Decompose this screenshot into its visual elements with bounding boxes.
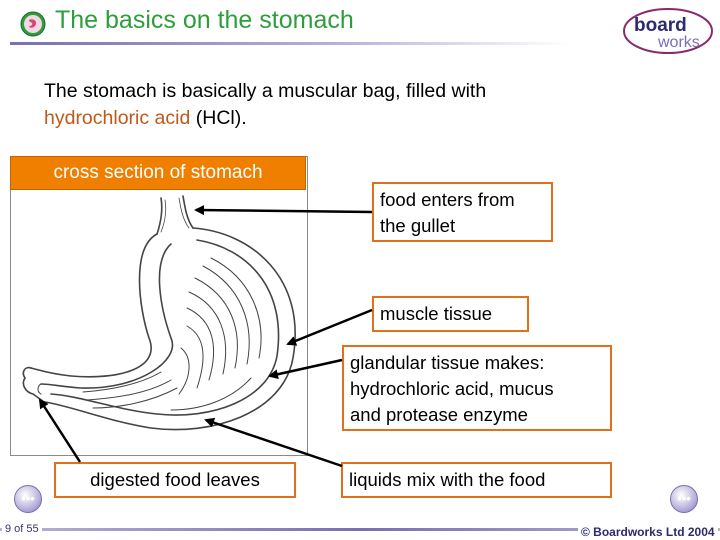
label-gland-line-3: and protease enzyme: [350, 404, 528, 425]
intro-line-1: The stomach is basically a muscular bag,…: [44, 80, 487, 102]
prev-glyph: •••: [21, 491, 35, 506]
label-digested-food-leaves: digested food leaves: [54, 462, 296, 498]
cross-section-header: cross section of stomach: [10, 156, 306, 190]
previous-arrow-icon[interactable]: •••: [14, 485, 42, 513]
intro-suffix: (HCl).: [190, 107, 247, 129]
label-gullet-line-1: food enters from: [380, 189, 515, 210]
next-glyph: •••: [677, 491, 691, 506]
boardworks-logo: board works: [622, 6, 714, 56]
page-number: 9 of 55: [2, 523, 42, 535]
intro-highlight: hydrochloric acid: [44, 107, 191, 129]
footer-line: [0, 528, 720, 531]
label-liquids-mix: liquids mix with the food: [341, 462, 612, 498]
label-gland-line-2: hydrochloric acid, mucus: [350, 378, 554, 399]
label-gullet-line-2: the gullet: [380, 215, 456, 236]
label-gland-line-1: glandular tissue makes:: [350, 352, 545, 373]
label-muscle-tissue: muscle tissue: [372, 296, 529, 332]
intro-line-2: hydrochloric acid (HCl).: [44, 105, 486, 132]
label-glandular-tissue: glandular tissue makes: hydrochloric aci…: [342, 345, 612, 431]
label-food-enters-gullet: food enters from the gullet: [372, 182, 553, 242]
copyright: © Boardworks Ltd 2004: [578, 525, 718, 539]
logo-word-board: board: [634, 15, 687, 36]
logo-word-works: works: [657, 34, 700, 51]
stomach-cross-section-drawing: [22, 195, 296, 431]
slide-title: The basics on the stomach: [55, 6, 354, 34]
stomach-badge-icon: [20, 11, 46, 37]
intro-text: The stomach is basically a muscular bag,…: [44, 78, 486, 132]
next-arrow-icon[interactable]: •••: [670, 485, 698, 513]
title-underline: [10, 42, 570, 45]
